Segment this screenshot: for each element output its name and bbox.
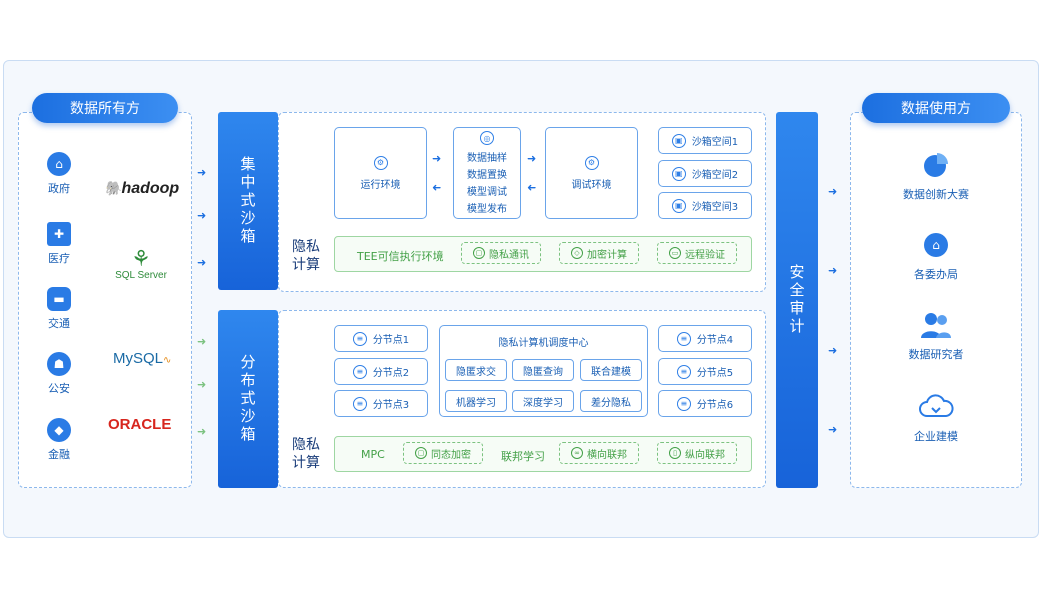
car-icon: ▬ <box>47 287 71 311</box>
owner-item-label: 公安 <box>48 382 70 395</box>
sqlserver-emblem-icon: ⚘ <box>131 246 151 271</box>
cloud-icon <box>918 392 954 422</box>
owner-item-label: 金融 <box>48 448 70 461</box>
owner-item-finance: ◆ 金融 <box>34 418 84 462</box>
dolphin-icon: ∿ <box>163 355 172 366</box>
scheduler-item-dl: 深度学习 <box>512 390 574 412</box>
mysql-logo: MySQL∿ <box>113 350 172 367</box>
node-5: ≡分节点5 <box>658 358 752 385</box>
node-icon: ≡ <box>352 331 367 346</box>
run-env-box: ⚙ 运行环境 <box>334 127 427 219</box>
arrow-right-icon: ➜ <box>432 152 442 165</box>
owner-item-label: 交通 <box>48 317 70 330</box>
finance-icon: ◆ <box>47 418 71 442</box>
node-3: ≡分节点3 <box>334 390 428 417</box>
owner-item-label: 政府 <box>48 182 70 195</box>
node-icon: ≡ <box>352 364 367 379</box>
arrow-left-icon: ➜ <box>527 181 537 194</box>
owner-item-police: ☗ 公安 <box>34 352 84 396</box>
cube-icon: ▣ <box>671 166 686 181</box>
scheduler-item-ml: 机器学习 <box>445 390 507 412</box>
node-2: ≡分节点2 <box>334 358 428 385</box>
scheduler-item-dp: 差分隐私 <box>580 390 642 412</box>
owner-item-label: 医疗 <box>48 252 70 265</box>
user-item-contest: 数据创新大赛 <box>850 150 1022 202</box>
tee-chip-encrypt-compute: ◇加密计算 <box>559 242 639 264</box>
user-title: 数据使用方 <box>862 93 1010 123</box>
sandbox-space-3: ▣沙箱空间3 <box>658 192 752 219</box>
tee-bar: TEE可信执行环境 ▢隐私通讯 ◇加密计算 ▭远程验证 <box>334 236 752 272</box>
elephant-icon: 🐘 <box>104 180 122 196</box>
lock-icon: ▢ <box>415 447 427 459</box>
node-icon: ≡ <box>352 396 367 411</box>
arrow-right-icon: ➜ <box>197 256 207 269</box>
pie-chart-icon <box>922 150 950 180</box>
debug-env-box: ⚙ 调试环境 <box>545 127 638 219</box>
node-icon: ≡ <box>676 331 691 346</box>
mpc-chip-vertical-fed: ▯纵向联邦 <box>657 442 737 464</box>
federated-learning-label: 联邦学习 <box>501 450 545 463</box>
government-icon: ⌂ <box>47 152 71 176</box>
oracle-logo: ORACLE <box>108 416 172 433</box>
process-box: ◎ 数据抽样 数据置换 模型调试 模型发布 <box>453 127 521 219</box>
cube-icon: ▣ <box>671 133 686 148</box>
mpc-bar: MPC ▢同态加密 联邦学习 ∞横向联邦 ▯纵向联邦 <box>334 436 752 472</box>
tee-chip-privacy-comm: ▢隐私通讯 <box>461 242 541 264</box>
arrow-right-icon: ➜ <box>197 425 207 438</box>
mpc-chip-homomorphic: ▢同态加密 <box>403 442 483 464</box>
arrow-right-icon: ➜ <box>828 344 838 357</box>
link-icon: ∞ <box>571 447 583 459</box>
process-icon: ◎ <box>480 131 494 145</box>
owner-item-government: ⌂ 政府 <box>34 152 84 196</box>
security-audit-bar: 安全审计 <box>776 112 818 488</box>
node-6: ≡分节点6 <box>658 390 752 417</box>
hadoop-logo: 🐘hadoop <box>104 180 180 197</box>
privacy-compute-label: 隐私 计算 <box>292 437 320 471</box>
node-icon: ≡ <box>676 364 691 379</box>
arrow-right-icon: ➜ <box>197 335 207 348</box>
gear-icon: ⚙ <box>584 155 599 170</box>
shield-icon: ◇ <box>571 247 583 259</box>
arrow-right-icon: ➜ <box>197 209 207 222</box>
police-icon: ☗ <box>47 352 71 376</box>
vertical-icon: ▯ <box>669 447 681 459</box>
mpc-chip-horizontal-fed: ∞横向联邦 <box>559 442 639 464</box>
arrow-right-icon: ➜ <box>828 185 838 198</box>
lock-icon: ▢ <box>473 247 485 259</box>
government-icon: ⌂ <box>924 230 948 260</box>
user-item-researchers: 数据研究者 <box>850 310 1022 362</box>
privacy-compute-label: 隐私 计算 <box>292 239 320 273</box>
user-item-enterprise: 企业建模 <box>850 392 1022 444</box>
node-1: ≡分节点1 <box>334 325 428 352</box>
owner-item-traffic: ▬ 交通 <box>34 287 84 331</box>
owner-title: 数据所有方 <box>32 93 178 123</box>
arrow-right-icon: ➜ <box>828 264 838 277</box>
cube-icon: ▣ <box>671 198 686 213</box>
scheduler-item-joint-modeling: 联合建模 <box>580 359 642 381</box>
arrow-right-icon: ➜ <box>197 166 207 179</box>
centralized-sandbox-bar: 集中式沙箱 <box>218 112 278 290</box>
node-icon: ≡ <box>676 396 691 411</box>
sqlserver-logo: ⚘ SQL Server <box>115 246 167 282</box>
distributed-sandbox-bar: 分布式沙箱 <box>218 310 278 488</box>
window-icon: ▭ <box>669 247 681 259</box>
sandbox-space-2: ▣沙箱空间2 <box>658 160 752 187</box>
arrow-left-icon: ➜ <box>432 181 442 194</box>
node-4: ≡分节点4 <box>658 325 752 352</box>
tee-chip-remote-verify: ▭远程验证 <box>657 242 737 264</box>
owner-item-hospital: ✚ 医疗 <box>34 222 84 266</box>
gear-icon: ⚙ <box>373 155 388 170</box>
sandbox-space-1: ▣沙箱空间1 <box>658 127 752 154</box>
hospital-icon: ✚ <box>47 222 71 246</box>
user-item-bureaus: ⌂ 各委办局 <box>850 230 1022 282</box>
scheduler-item-pir: 隐匿查询 <box>512 359 574 381</box>
arrow-right-icon: ➜ <box>828 423 838 436</box>
arrow-right-icon: ➜ <box>197 378 207 391</box>
scheduler-item-psi: 隐匿求交 <box>445 359 507 381</box>
users-icon <box>920 310 952 340</box>
arrow-right-icon: ➜ <box>527 152 537 165</box>
